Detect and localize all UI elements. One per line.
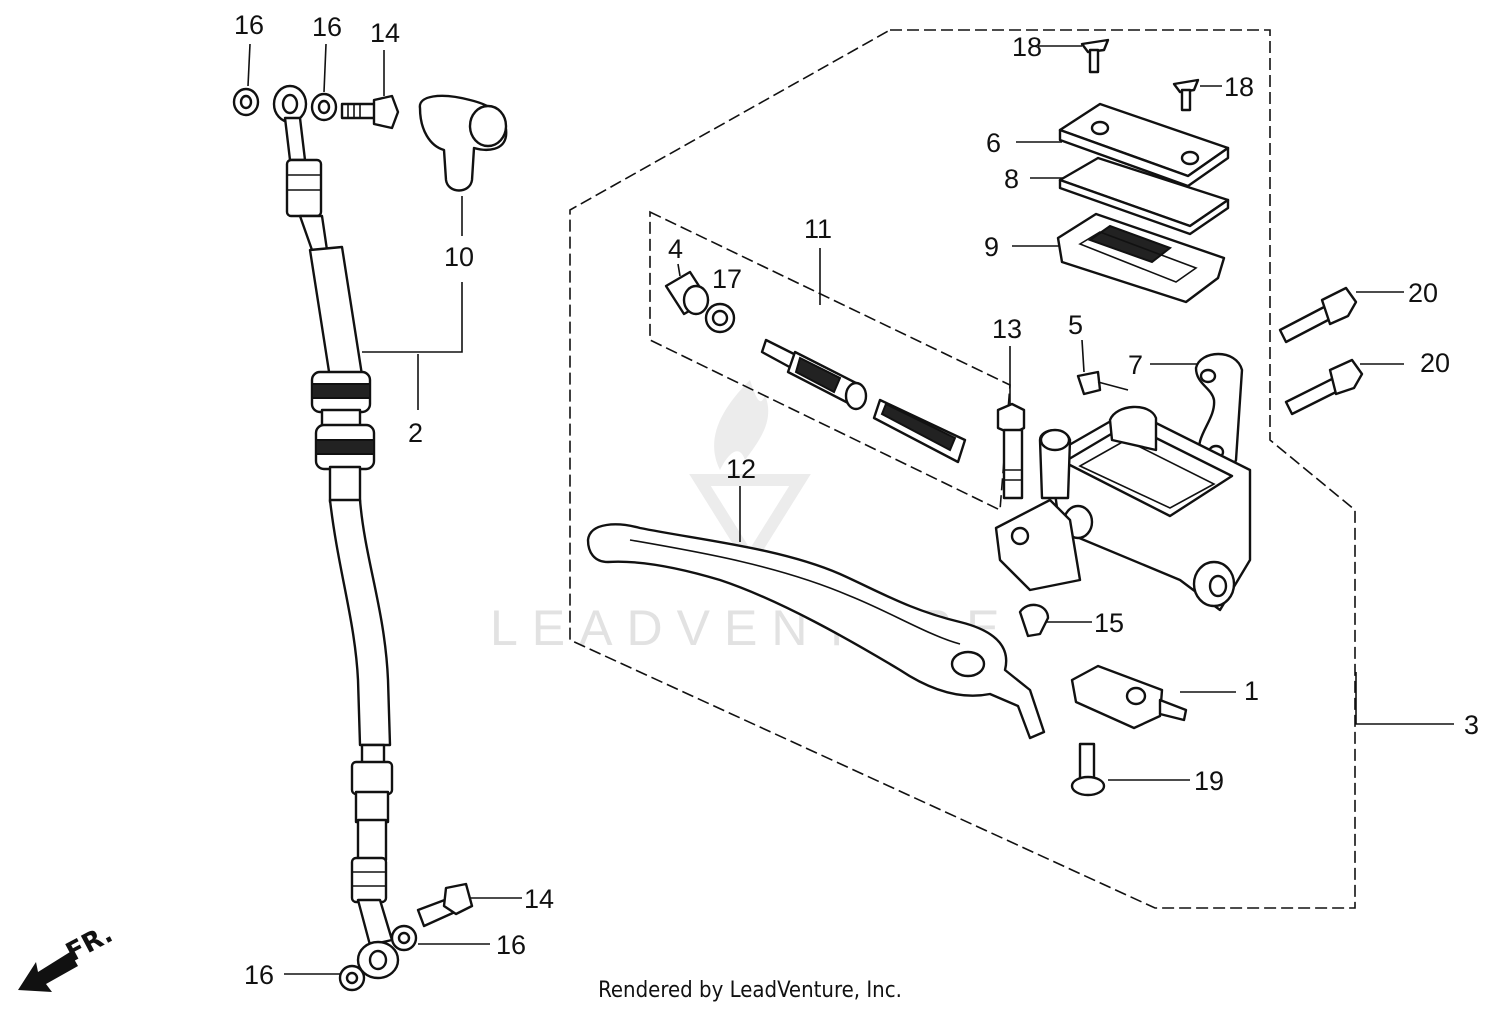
callout-16: 16	[496, 930, 526, 960]
callout-13: 13	[992, 314, 1022, 344]
arrow-left-icon	[18, 952, 78, 992]
screw-18b	[1172, 78, 1200, 112]
callout-20: 20	[1408, 278, 1438, 308]
callout-4: 4	[668, 234, 683, 264]
callout-14: 14	[370, 18, 400, 48]
bolt-20a	[1278, 286, 1358, 344]
banjo-bolt-bottom	[416, 882, 474, 928]
callout-5: 5	[1068, 310, 1083, 340]
assembly-boundary	[569, 29, 1356, 909]
banjo-bolt-top	[340, 94, 400, 130]
callout-16: 16	[312, 12, 342, 42]
callout-17: 17	[712, 264, 742, 294]
brake-lever	[586, 523, 1046, 740]
pivot-bolt	[996, 402, 1026, 500]
brake-light-switch	[1070, 664, 1188, 730]
leader-lines	[247, 43, 1454, 975]
screw-19	[1070, 742, 1106, 797]
piston-set-boundary	[649, 210, 1011, 512]
piston-set	[664, 270, 967, 464]
brake-hose	[232, 84, 418, 992]
callout-12: 12	[726, 454, 756, 484]
bolt-20b	[1284, 358, 1364, 416]
callout-18: 18	[1224, 72, 1254, 102]
watermark-v-icon	[689, 474, 811, 572]
bush-15	[1018, 603, 1050, 638]
callout-11: 11	[804, 214, 832, 244]
callout-16: 16	[234, 10, 264, 40]
callout-8: 8	[1004, 164, 1019, 194]
callout-19: 19	[1194, 766, 1224, 796]
callout-15: 15	[1094, 608, 1124, 638]
callout-16: 16	[244, 960, 274, 990]
callouts: 16 16 14 10 2 18 18 6 8 9 11 4 17 20 20 …	[234, 10, 1479, 990]
callout-3: 3	[1464, 710, 1479, 740]
callout-6: 6	[986, 128, 1001, 158]
diaphragm	[1056, 212, 1226, 304]
callout-20: 20	[1420, 348, 1450, 378]
master-cylinder-body	[994, 405, 1252, 612]
callout-10: 10	[444, 242, 474, 272]
callout-14: 14	[524, 884, 554, 914]
footer-credit: Rendered by LeadVenture, Inc.	[598, 978, 902, 1003]
callout-2: 2	[408, 418, 423, 448]
callout-18: 18	[1012, 32, 1042, 62]
callout-7: 7	[1128, 350, 1143, 380]
boot-5	[1076, 370, 1129, 396]
callout-9: 9	[984, 232, 999, 262]
watermark-flame-icon	[714, 380, 769, 470]
callout-1: 1	[1244, 676, 1259, 706]
screw-18a	[1080, 38, 1110, 74]
cap-plate	[1058, 156, 1230, 236]
hose-boot	[418, 94, 508, 192]
reservoir-cap	[1058, 102, 1230, 188]
